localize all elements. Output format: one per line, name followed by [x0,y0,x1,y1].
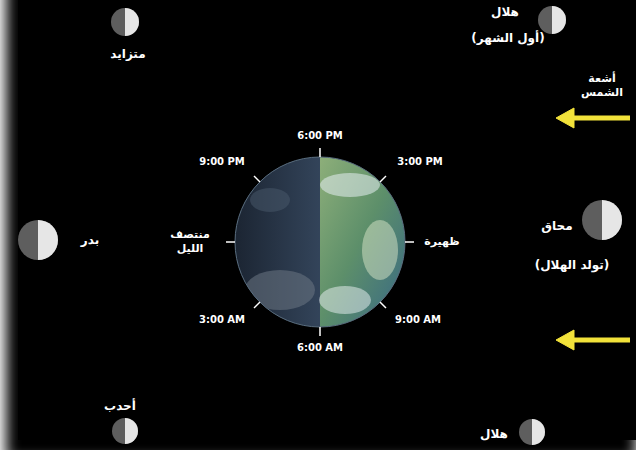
phase-name: بدر [81,233,99,247]
moon-lit-half [532,419,545,445]
moon-lit-half [125,8,139,36]
moon-dark-half [111,8,139,36]
phase-name: هلال [491,5,519,19]
time-label: 9:00 PM [199,156,245,169]
space-core [18,0,636,440]
moon-disc [111,8,139,36]
time-label: 3:00 AM [199,314,245,327]
moon-disc [582,200,622,240]
hour-ticks [226,148,414,336]
space-ground [6,0,636,450]
earth-rim [235,157,405,327]
phase-name: (تولد الهلال) [535,258,610,272]
moon-lit-half [552,6,566,34]
moon-lit-half [602,200,622,240]
time-label: 3:00 PM [397,156,443,169]
moon-dark-half [538,6,566,34]
phase-name: (أول الشهر) [471,31,544,45]
moon-disc [112,418,138,444]
time-label: منتصف الليل [160,228,220,256]
phase-name: أحدب [104,399,136,413]
time-label: 6:00 AM [297,342,343,355]
phase-name: متزايد [110,47,145,61]
time-label: ظهيرة [424,235,459,249]
earth [230,150,415,340]
phase-name: هلال [480,427,508,441]
moon-dark-half [582,200,622,240]
time-label: 9:00 AM [395,314,441,327]
sun-label: أشعة الشمس [577,72,627,100]
phase-name: محاق [541,219,572,233]
moon-disc [538,6,566,34]
moon-disc [18,220,58,260]
time-label: 6:00 PM [297,130,343,143]
moon-dark-half [112,418,138,444]
moon-dark-half [18,220,58,260]
moon-dark-half [519,419,545,445]
moon-disc [519,419,545,445]
moon-lit-half [125,418,138,444]
moon-lit-half [38,220,58,260]
